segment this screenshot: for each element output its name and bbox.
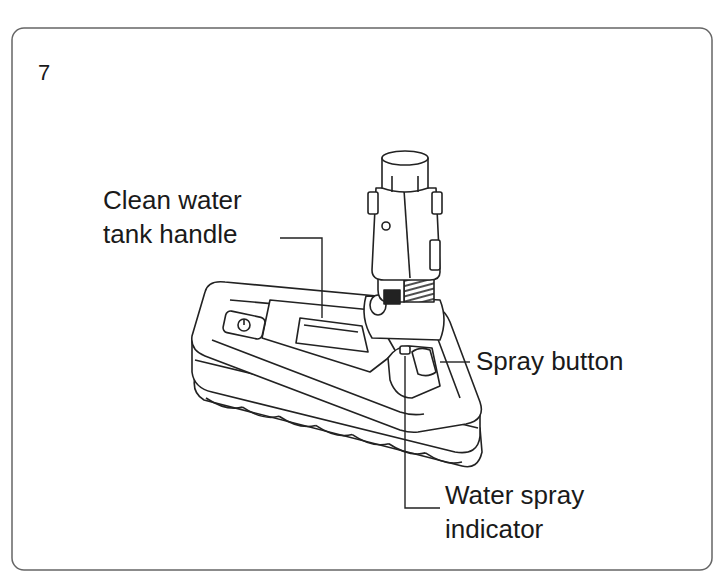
power-button <box>222 310 266 340</box>
part-label: Spray button <box>476 344 623 378</box>
connector-body <box>372 188 440 280</box>
power-icon <box>238 319 250 331</box>
leader-line <box>280 238 322 318</box>
part-label: Clean water tank handle <box>103 183 285 251</box>
leader-line <box>440 361 470 362</box>
spray-indicator-light <box>400 346 410 354</box>
side-clip <box>432 192 442 214</box>
part-label: Water spray indicator <box>445 478 625 546</box>
panel-frame <box>12 28 712 570</box>
front-channel <box>388 346 440 398</box>
leader-lines <box>280 238 470 508</box>
tube-top-cap <box>382 151 428 165</box>
side-clip <box>430 240 440 270</box>
side-clip <box>368 192 378 214</box>
leader-line <box>405 356 440 508</box>
power-icon <box>243 319 245 325</box>
latch <box>384 290 400 304</box>
tank-handle <box>296 318 368 352</box>
top-cover <box>192 282 482 433</box>
release-dot <box>382 222 390 230</box>
connector-seam <box>404 190 410 278</box>
handle-edge <box>304 325 358 332</box>
tube-slot <box>392 176 418 192</box>
figure-number: 7 <box>38 56 50 90</box>
spray-button-shape <box>412 348 436 375</box>
